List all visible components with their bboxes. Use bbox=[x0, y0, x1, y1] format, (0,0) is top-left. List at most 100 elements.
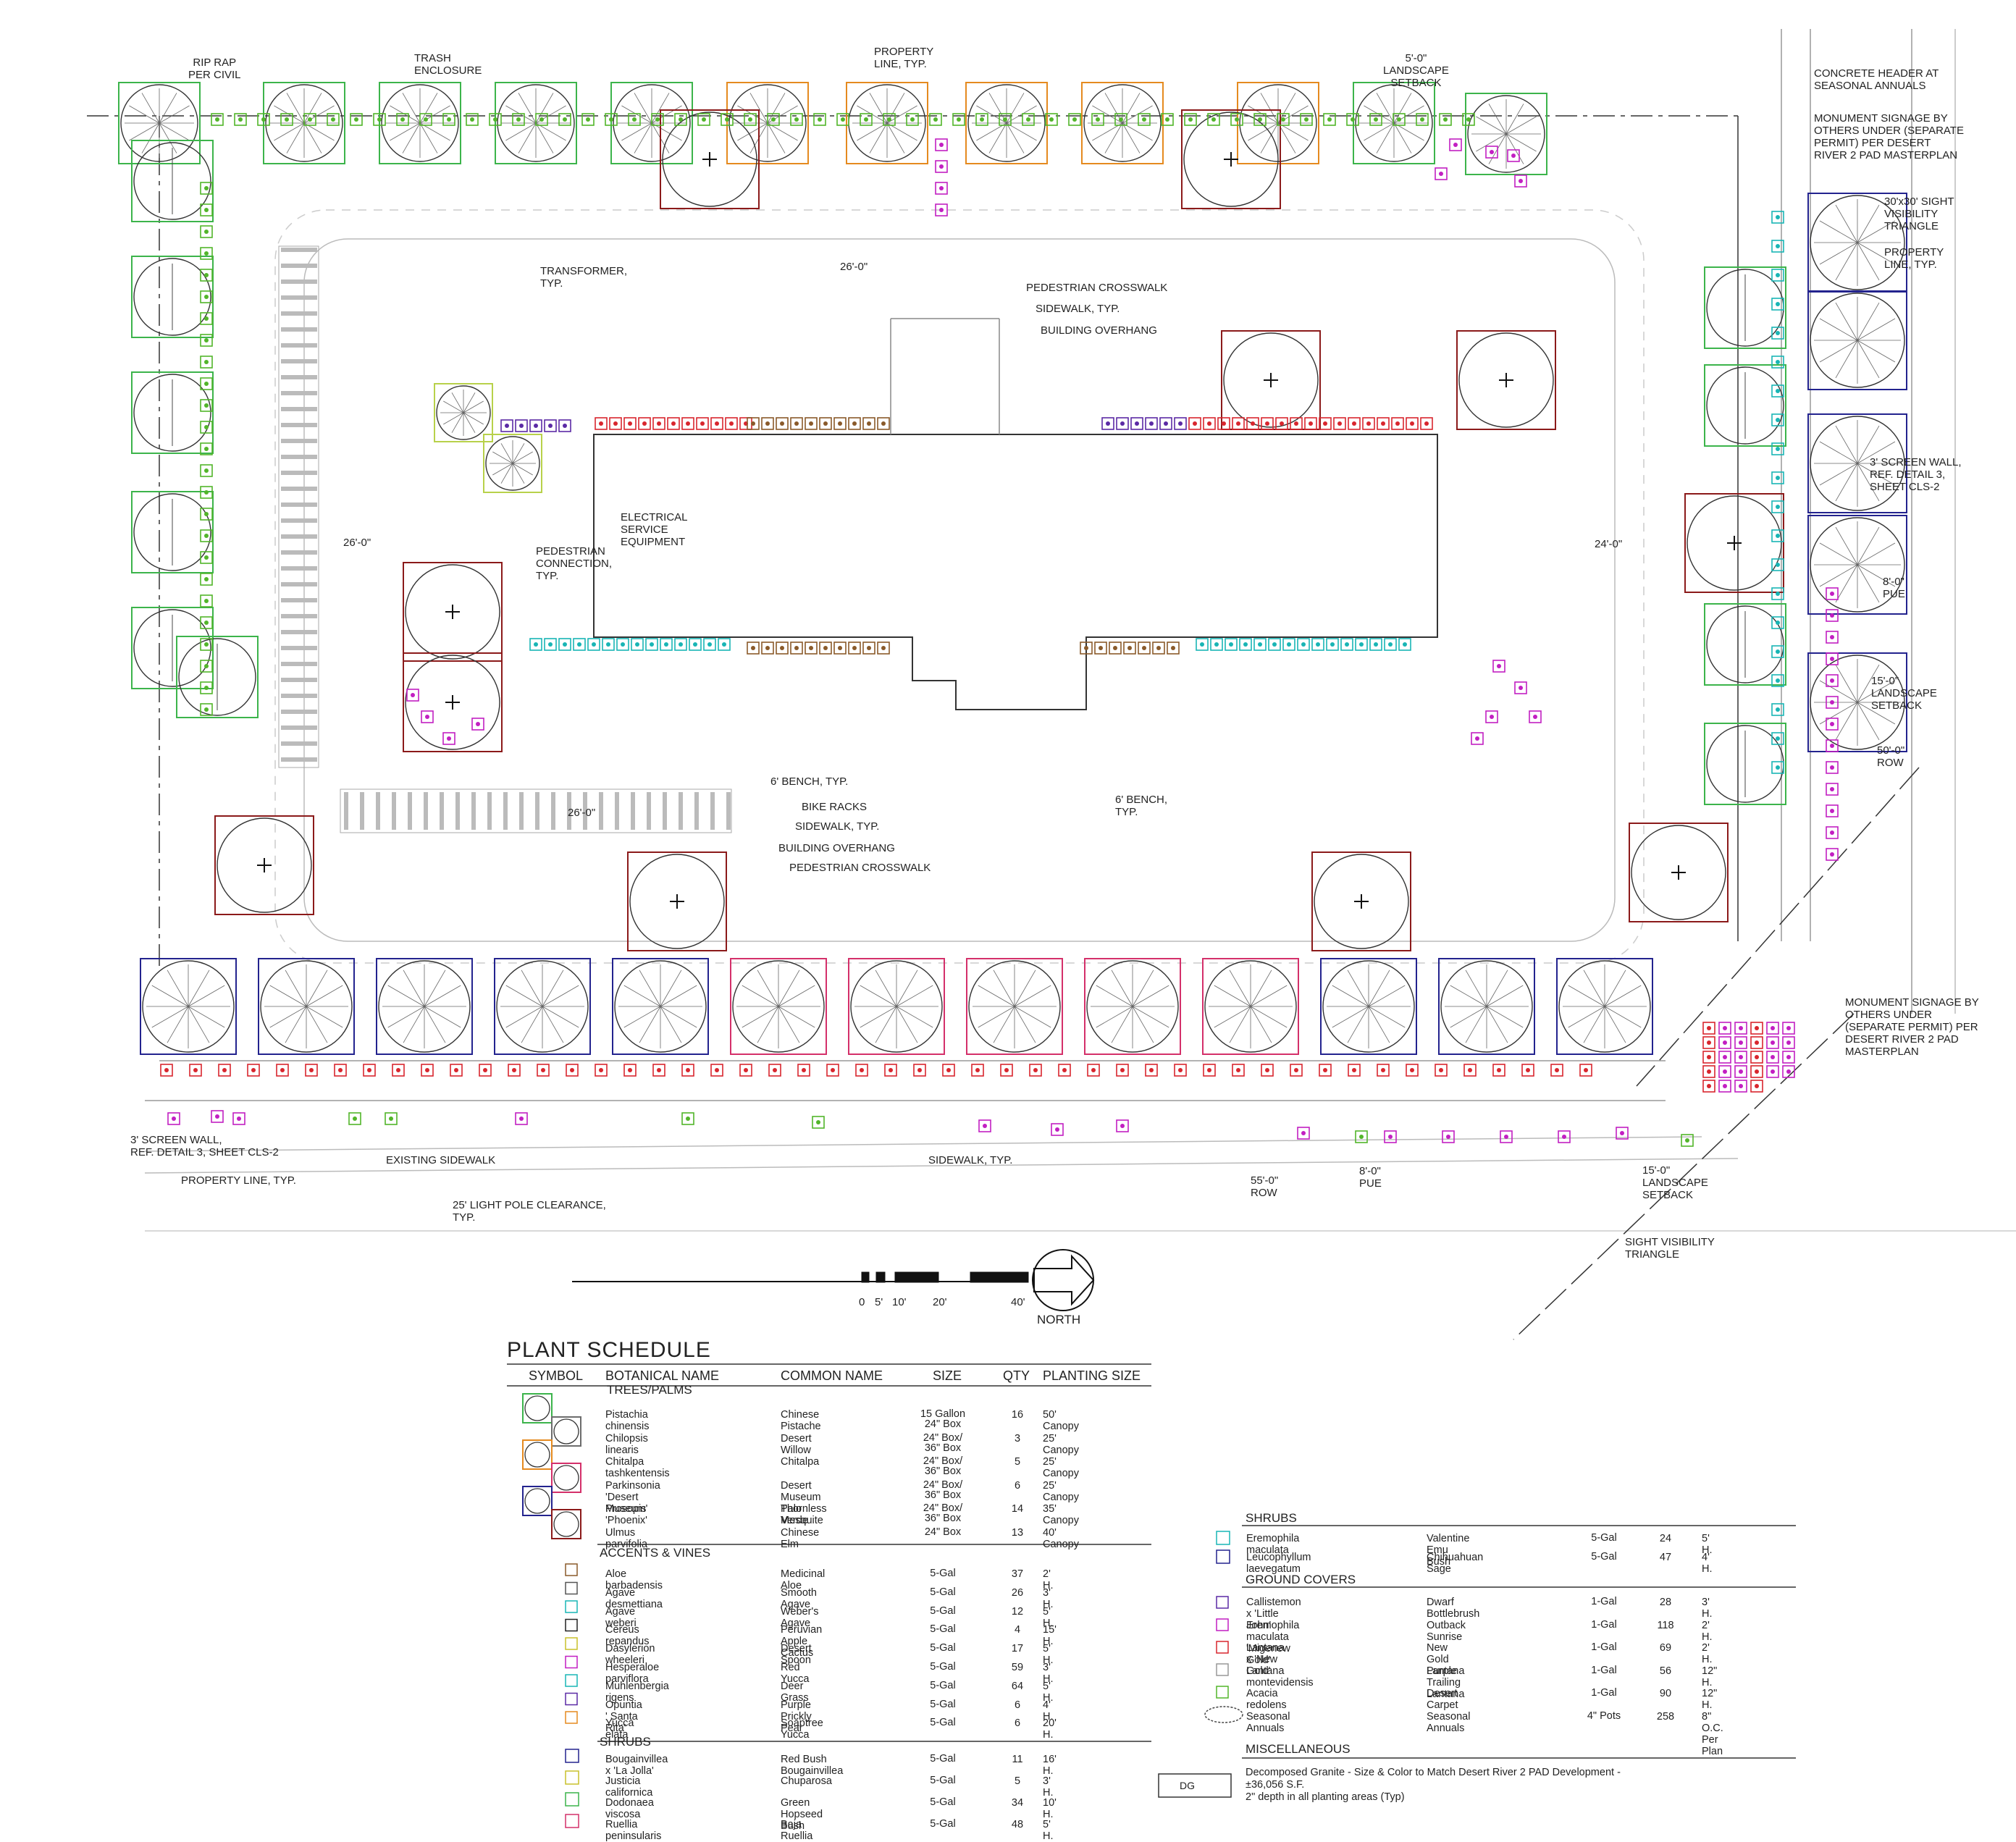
schedule-botanical: Parkinsonia 'Desert Museum' bbox=[605, 1479, 660, 1515]
schedule-planting: 5' H. bbox=[1043, 1605, 1054, 1629]
tree-bottom-8-branch bbox=[1132, 1006, 1154, 1043]
tree-bottom-7-branch bbox=[1014, 1006, 1051, 1028]
tree-bottom-12-branch bbox=[1604, 985, 1642, 1007]
desert-carpet bbox=[535, 113, 548, 126]
mesquite-right-1-branch bbox=[1819, 318, 1858, 341]
desert-carpet-dot bbox=[933, 117, 938, 122]
deer-grass-dot bbox=[693, 642, 697, 647]
desert-carpet-dot bbox=[285, 117, 289, 122]
bottlebrush bbox=[1174, 417, 1187, 430]
deer-grass-dot bbox=[707, 642, 712, 647]
corner-cluster bbox=[1782, 1036, 1795, 1049]
transformer-tree-branch bbox=[463, 400, 484, 413]
schedule-botanical: Chitalpa tashkentensis bbox=[605, 1456, 670, 1479]
schedule-botanical: Opuntia ' Santa Rita' bbox=[605, 1699, 642, 1734]
electrical-tree-branch bbox=[512, 463, 533, 476]
desert-carpet-dot bbox=[957, 117, 961, 122]
corner-cluster bbox=[1734, 1080, 1747, 1093]
corner-cluster bbox=[1718, 1022, 1731, 1035]
tree-top-11-branch bbox=[1488, 104, 1507, 135]
callout-pedestrian-connection: PEDESTRIAN CONNECTION, TYP. bbox=[536, 545, 612, 582]
lantana bbox=[1420, 417, 1433, 430]
desert-carpet bbox=[790, 113, 803, 126]
elm-top-0-canopy bbox=[662, 112, 757, 207]
lantana bbox=[1261, 1064, 1274, 1077]
aloe-dot bbox=[881, 421, 886, 426]
schedule-qty: 4 bbox=[1014, 1624, 1021, 1636]
aloe bbox=[747, 417, 760, 430]
deer-grass-dot bbox=[1374, 642, 1378, 647]
tree-top-2-branch bbox=[419, 122, 438, 154]
desert-carpet-dot bbox=[447, 117, 451, 122]
corner-cluster bbox=[1702, 1065, 1715, 1078]
schedule-qty: 5 bbox=[1014, 1456, 1021, 1468]
aloe bbox=[877, 642, 890, 655]
schedule-tree-canopy bbox=[553, 1511, 579, 1537]
tree-top-0-branch bbox=[159, 93, 177, 124]
bottlebrush bbox=[1130, 417, 1143, 430]
red-yucca-dot bbox=[939, 208, 944, 212]
tree-top-10-branch bbox=[1376, 93, 1395, 124]
lantana bbox=[276, 1064, 289, 1077]
tree-bottom-10-branch bbox=[1347, 1006, 1369, 1043]
desert-carpet-dot bbox=[204, 230, 209, 234]
schedule-common: Desert Museum Palo Verde bbox=[781, 1479, 821, 1526]
red-yucca-dot bbox=[1453, 143, 1458, 147]
desert-carpet-dot bbox=[1003, 117, 1007, 122]
tree-top-6-box bbox=[846, 82, 928, 164]
aloe bbox=[747, 642, 760, 655]
desert-carpet-dot bbox=[204, 555, 209, 560]
tree-top-3-box bbox=[495, 82, 577, 164]
deer-grass-dot bbox=[1776, 447, 1780, 451]
desert-carpet bbox=[906, 113, 919, 126]
schedule-planting: 5' H. bbox=[1043, 1680, 1054, 1704]
elm-interior-1-canopy bbox=[1458, 332, 1554, 428]
schedule-planting: 35' Canopy bbox=[1043, 1503, 1079, 1526]
desert-carpet-dot bbox=[1026, 117, 1030, 122]
tree-top-0-box bbox=[118, 82, 201, 164]
lantana bbox=[450, 1064, 463, 1077]
mesquite-right-0-branch bbox=[1857, 242, 1896, 265]
tree-left-4-box bbox=[131, 607, 214, 689]
red-yucca-dot bbox=[1830, 787, 1834, 791]
schedule-common: Red Yucca bbox=[781, 1662, 810, 1685]
lantana-dot bbox=[831, 1068, 835, 1072]
bottlebrush bbox=[515, 419, 528, 432]
tree-top-3-branch bbox=[535, 122, 566, 141]
tree-top-11-branch bbox=[1505, 133, 1524, 164]
tree-bottom-7-branch bbox=[978, 1006, 1015, 1028]
desert-carpet bbox=[200, 703, 213, 716]
schedule-tree-symbol bbox=[522, 1486, 553, 1516]
tree-bottom-2-branch bbox=[403, 1006, 425, 1043]
lantana bbox=[710, 1064, 723, 1077]
desert-carpet bbox=[466, 113, 479, 126]
tree-bottom-12-branch bbox=[1568, 1006, 1605, 1028]
schedule-planting: 2' H. bbox=[1702, 1619, 1713, 1643]
desert-carpet-dot bbox=[204, 707, 209, 712]
tree-bottom-10-branch bbox=[1347, 970, 1369, 1007]
schedule-qty: 37 bbox=[1011, 1568, 1024, 1580]
schedule-qty: 64 bbox=[1011, 1680, 1024, 1692]
lantana-dot bbox=[1366, 421, 1371, 426]
tree-top-7-box bbox=[965, 82, 1048, 164]
transformer-tree-box bbox=[434, 383, 493, 442]
cat-shrubs-2: SHRUBS bbox=[1246, 1511, 1297, 1525]
schedule-planting: 12" H. bbox=[1702, 1688, 1718, 1711]
schedule-common: Deer Grass bbox=[781, 1680, 809, 1704]
desert-carpet-dot bbox=[204, 534, 209, 538]
tree-top-4-branch bbox=[651, 93, 670, 124]
schedule-planting: 3' H. bbox=[1043, 1586, 1054, 1610]
schedule-common: Smooth Agave bbox=[781, 1586, 817, 1610]
corner-cluster-dot bbox=[1723, 1069, 1727, 1074]
schedule-shrub2-symbol bbox=[1216, 1531, 1230, 1545]
lantana bbox=[1406, 1064, 1419, 1077]
lantana bbox=[218, 1064, 231, 1077]
schedule-botanical: Ruellia peninsularis bbox=[605, 1819, 662, 1842]
tree-left-4-canopy bbox=[133, 609, 211, 687]
corner-cluster bbox=[1734, 1036, 1747, 1049]
deer-grass-dot bbox=[1776, 649, 1780, 654]
aloe bbox=[1167, 642, 1180, 655]
schedule-size: 5-Gal bbox=[1591, 1532, 1617, 1544]
schedule-ground-symbol bbox=[1216, 1663, 1229, 1676]
red-yucca bbox=[1826, 804, 1839, 817]
